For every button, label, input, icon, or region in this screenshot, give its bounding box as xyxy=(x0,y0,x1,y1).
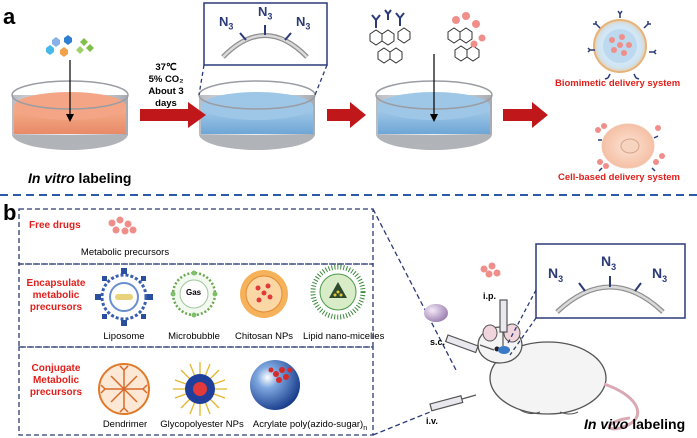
panel-a-letter: a xyxy=(3,4,16,29)
encapsulate-title: Encapsulate metabolic precursors xyxy=(23,278,89,314)
dish-blue-1 xyxy=(198,80,316,150)
azide-label-a-right: N3 xyxy=(296,14,311,32)
microbubble-label: Microbubble xyxy=(168,331,220,342)
gas-label: Gas xyxy=(186,288,202,297)
condition-time-1: About 3 xyxy=(148,86,184,97)
acrylate-label: Acrylate poly(azido-sugar)n xyxy=(252,419,368,432)
encapsulate-title-line1: Encapsulate xyxy=(26,278,86,289)
process-arrows xyxy=(140,102,548,128)
encapsulate-title-line2: metabolic xyxy=(32,290,80,301)
encapsulate-title-line3: precursors xyxy=(29,302,83,313)
condition-co2: 5% CO₂ xyxy=(148,74,184,85)
conjugate-title-line1: Conjugate xyxy=(31,363,81,374)
glycopolyester-label: Glycopolyester NPs xyxy=(160,419,244,430)
cell-based-label: Cell-based delivery system xyxy=(558,172,680,183)
probe-dots xyxy=(452,12,486,48)
biomimetic-label: Biomimetic delivery system xyxy=(555,78,681,89)
liposome-label: Liposome xyxy=(103,331,145,342)
dendrimer-label: Dendrimer xyxy=(102,419,148,430)
free-drug-dots xyxy=(108,216,137,235)
mouse-illustration xyxy=(477,323,640,431)
route-iv: i.v. xyxy=(426,416,438,426)
azide-label-b-left: N3 xyxy=(548,265,564,284)
dendrimer-icon xyxy=(98,363,150,415)
acrylate-polymer-icon xyxy=(250,360,300,410)
glycopolyester-np-icon xyxy=(173,362,227,416)
azide-label-a-left: N3 xyxy=(219,14,234,32)
free-drugs-title: Free drugs xyxy=(29,220,81,231)
purple-particle xyxy=(424,304,448,322)
route-ip: i.p. xyxy=(483,291,496,301)
metabolic-precursor-shapes xyxy=(46,35,94,57)
chitosan-np-icon xyxy=(240,270,288,318)
condition-temp: 37℃ xyxy=(155,62,177,73)
panel-b-letter: b xyxy=(3,200,17,225)
route-sc: s.c. xyxy=(430,337,446,347)
micelle-label: Lipid nano-micelles xyxy=(303,331,385,342)
in-vitro-caption: In vitro labeling xyxy=(28,170,132,186)
panel-b-frames xyxy=(18,208,457,436)
lipid-micelle-icon xyxy=(310,264,366,320)
cell-based-particle xyxy=(595,123,665,172)
in-vivo-caption: In vivo labeling xyxy=(584,416,686,432)
chitosan-label: Chitosan NPs xyxy=(234,331,294,342)
condition-time-2: days xyxy=(155,98,177,109)
azide-label-b-right: N3 xyxy=(652,265,668,284)
biomimetic-particle xyxy=(587,10,657,80)
azide-label-b-top: N3 xyxy=(601,253,617,272)
syringes xyxy=(429,299,508,412)
microbubble-icon xyxy=(170,270,218,318)
antibody-probes xyxy=(371,9,405,28)
culture-conditions: 37℃ 5% CO₂ About 3 days xyxy=(144,62,188,110)
conjugate-title-line2: Metabolic xyxy=(32,375,80,386)
conjugate-title-line3: precursors xyxy=(29,387,83,398)
probe-molecules xyxy=(369,27,480,64)
metabolic-precursors-label: Metabolic precursors xyxy=(80,247,170,258)
ip-dots xyxy=(480,262,501,278)
liposome-icon xyxy=(95,268,153,326)
conjugate-title: Conjugate Metabolic precursors xyxy=(23,363,89,399)
azide-label-a-top: N3 xyxy=(258,4,273,22)
